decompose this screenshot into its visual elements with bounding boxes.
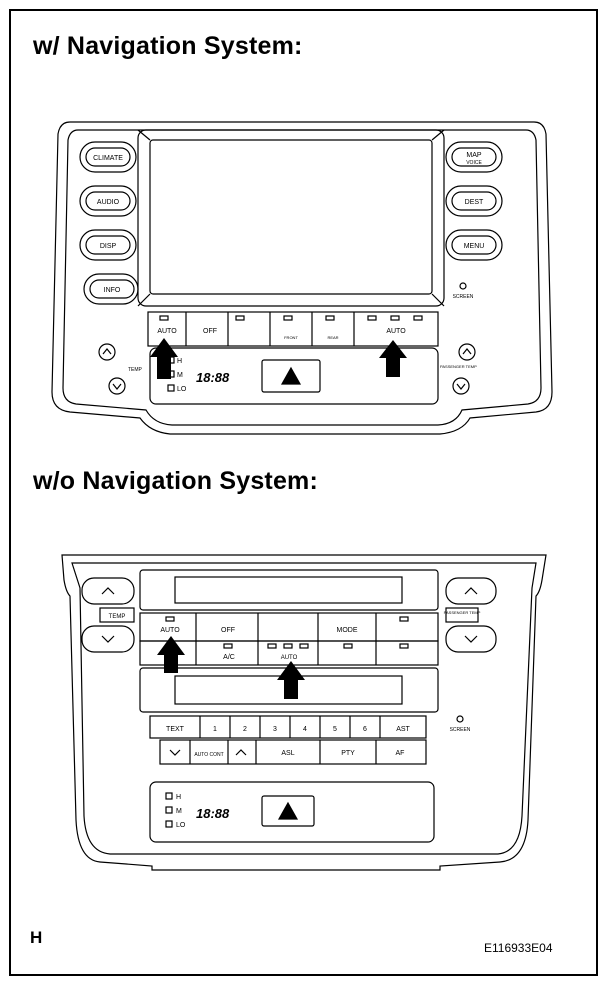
- panel2-asl-label: ASL: [281, 750, 294, 757]
- arrow-panel1-auto-left: [150, 338, 178, 379]
- climate-button-outer: [79, 141, 137, 173]
- panel2-auto2-label: AUTO: [281, 655, 298, 661]
- panel1-lower-display: [149, 347, 439, 405]
- panel2-fan-m: M: [176, 808, 182, 815]
- panel2-pass-temp-down: [445, 625, 497, 653]
- panel1-fan-lo: LO: [177, 386, 187, 393]
- heading-with-navigation: w/ Navigation System:: [33, 32, 303, 60]
- panel2-outer-bezel: [61, 554, 547, 871]
- panel1-right-buttons: [445, 141, 503, 261]
- panel2-af-label: AF: [396, 750, 405, 757]
- climate-button: [85, 147, 131, 167]
- panel1-climate-strip: [147, 311, 439, 347]
- panel1-auto-left-label: AUTO: [157, 328, 177, 335]
- panel2-preset-1: 1: [213, 726, 217, 733]
- panel2-passenger-temp-label: PASSENGER TEMP: [444, 610, 481, 615]
- panel2-ast-label: AST: [396, 726, 410, 733]
- panel2-number-row: [149, 715, 427, 739]
- panel1-pass-temp-up-knob: [458, 343, 476, 361]
- panel1-outer-bezel: [51, 121, 553, 435]
- panel2-clock: 18:88: [196, 806, 230, 821]
- figure-frame: [9, 9, 598, 976]
- panel2-temp-label-box: [99, 607, 135, 623]
- panel2-preset-4: 4: [303, 726, 307, 733]
- panel2-lower-display: [149, 781, 435, 843]
- info-label: INFO: [104, 287, 121, 294]
- panel2-screen-sensor: [456, 715, 464, 723]
- panel2-row1: [139, 612, 439, 642]
- panel2-inner-bezel: [71, 562, 537, 855]
- panel1-temp-label: TEMP: [128, 367, 143, 373]
- panel-without-navigation: [61, 554, 547, 871]
- corner-letter: H: [30, 928, 43, 947]
- heading-without-navigation: w/o Navigation System:: [33, 467, 319, 495]
- panel2-mode-label: MODE: [337, 627, 358, 634]
- panel1-inner-bezel: [62, 129, 542, 426]
- panel2-pass-temp-up: [445, 577, 497, 605]
- map-button: [451, 147, 497, 167]
- figure-id: E116933E04: [484, 941, 553, 955]
- info-button: [89, 279, 135, 299]
- panel2-pty-label: PTY: [341, 750, 355, 757]
- arrow-panel2-auto2: [277, 661, 305, 699]
- panel2-preset-2: 2: [243, 726, 247, 733]
- screen-label-2: SCREEN: [450, 727, 471, 733]
- dest-button: [451, 191, 497, 211]
- panel2-hazard-button: [261, 795, 315, 827]
- arrow-panel2-auto: [157, 636, 185, 673]
- voice-label: VOICE: [466, 160, 482, 166]
- panel2-ac-label: A/C: [223, 654, 235, 661]
- panel1-hazard-button: [261, 359, 321, 393]
- panel1-clock: 18:88: [196, 370, 230, 385]
- panel1-screen-sensor: [459, 282, 467, 290]
- panel2-fan-h: H: [176, 794, 181, 801]
- panel2-preset-5: 5: [333, 726, 337, 733]
- panel2-text-label: TEXT: [166, 726, 185, 733]
- panel2-bottom-row: [159, 739, 427, 765]
- panel1-left-buttons: [79, 141, 139, 305]
- panel2-fan-lo: LO: [176, 822, 186, 829]
- panel2-arrows: [157, 636, 305, 699]
- panel1-labels: CLIMATE AUDIO DISP INFO MAP VOICE DEST M…: [93, 152, 484, 393]
- panel2-auto-label: AUTO: [160, 627, 180, 634]
- panel2-preset-3: 3: [273, 726, 277, 733]
- panel2-preset-6: 6: [363, 726, 367, 733]
- panel1-arrows: [150, 338, 407, 379]
- panel1-fan-m: M: [177, 372, 183, 379]
- panel2-off-label: OFF: [221, 627, 235, 634]
- panel2-upper-display: [174, 576, 403, 604]
- panel1-auto-right-label: AUTO: [386, 328, 406, 335]
- panel1-rear-label: REAR: [327, 335, 338, 340]
- map-label: MAP: [466, 152, 482, 159]
- panel2-labels: TEMP PASSENGER TEMP AUTO OFF MODE A/C AU…: [109, 610, 481, 829]
- climate-label: CLIMATE: [93, 155, 123, 162]
- panel2-temp-up: [81, 577, 135, 605]
- panel1-front-label: FRONT: [284, 335, 298, 340]
- panel-with-navigation: [51, 121, 553, 435]
- panel2-auto-cont-label: AUTO CONT: [194, 752, 223, 758]
- panel1-temp-down-knob: [108, 377, 126, 395]
- panel2-temp-down: [81, 625, 135, 653]
- panel1-temp-up-knob: [98, 343, 116, 361]
- dest-label: DEST: [465, 199, 484, 206]
- panel2-temp-label: TEMP: [109, 614, 126, 620]
- disp-label: DISP: [100, 243, 117, 250]
- disp-button: [85, 235, 131, 255]
- panel1-screen: [149, 139, 433, 295]
- menu-label: MENU: [464, 243, 485, 250]
- panel1-screen-frame: [137, 129, 445, 307]
- panel1-pass-temp-down-knob: [452, 377, 470, 395]
- panel1-passenger-temp-label: PASSENGER TEMP: [440, 364, 477, 369]
- menu-button: [451, 235, 497, 255]
- panel1-off-label: OFF: [203, 328, 217, 335]
- audio-label: AUDIO: [97, 199, 120, 206]
- screen-label-1: SCREEN: [453, 294, 474, 300]
- panel1-fan-h: H: [177, 358, 182, 365]
- arrow-panel1-auto-right: [379, 340, 407, 377]
- audio-button: [85, 191, 131, 211]
